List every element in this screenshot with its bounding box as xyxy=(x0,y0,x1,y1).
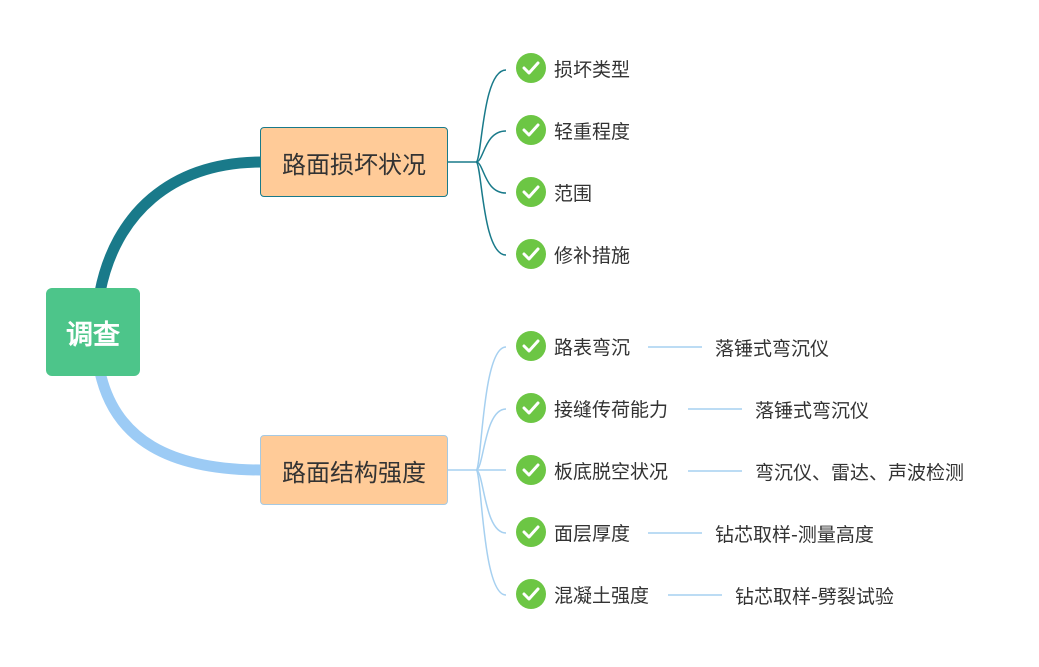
strength-fan-connectors xyxy=(448,346,507,596)
check-icon xyxy=(516,53,546,83)
detail-connectors xyxy=(648,346,742,596)
leaf-label: 面层厚度 xyxy=(554,522,631,545)
detail-label: 钻芯取样-劈裂试验 xyxy=(735,585,894,608)
leaf-layer-thickness[interactable]: 面层厚度 xyxy=(516,517,630,547)
leaf-label: 轻重程度 xyxy=(554,120,631,143)
root-to-damage-connector xyxy=(94,156,268,298)
leaf-label: 范围 xyxy=(554,182,593,205)
root-to-strength-connector xyxy=(94,366,268,476)
leaf-severity[interactable]: 轻重程度 xyxy=(516,115,630,145)
root-label: 调查 xyxy=(66,319,120,351)
leaf-slab-void[interactable]: 板底脱空状况 xyxy=(516,455,668,485)
check-icon xyxy=(516,177,546,207)
check-icon xyxy=(516,517,546,547)
leaf-load-transfer[interactable]: 接缝传荷能力 xyxy=(516,393,668,423)
root-node[interactable]: 调查 xyxy=(46,288,140,376)
branch-node-strength[interactable]: 路面结构强度 xyxy=(260,435,448,505)
detail-label: 落锤式弯沉仪 xyxy=(755,399,870,422)
check-icon xyxy=(516,115,546,145)
detail-label: 弯沉仪、雷达、声波检测 xyxy=(755,461,965,484)
check-icon xyxy=(516,393,546,423)
leaf-label: 板底脱空状况 xyxy=(554,460,669,483)
leaf-damage-type[interactable]: 损坏类型 xyxy=(516,53,630,83)
check-icon xyxy=(516,579,546,609)
damage-fan-connectors xyxy=(448,69,507,256)
leaf-extent[interactable]: 范围 xyxy=(516,177,592,207)
detail-label: 钻芯取样-测量高度 xyxy=(715,523,874,546)
branch-label: 路面损坏状况 xyxy=(282,150,426,179)
leaf-repair[interactable]: 修补措施 xyxy=(516,239,630,269)
branch-label: 路面结构强度 xyxy=(282,458,426,487)
check-icon xyxy=(516,239,546,269)
branch-node-damage[interactable]: 路面损坏状况 xyxy=(260,127,448,197)
leaf-label: 混凝土强度 xyxy=(554,584,650,607)
detail-label: 落锤式弯沉仪 xyxy=(715,337,830,360)
leaf-label: 路表弯沉 xyxy=(554,336,631,359)
leaf-label: 损坏类型 xyxy=(554,58,631,81)
check-icon xyxy=(516,331,546,361)
leaf-concrete-strength[interactable]: 混凝土强度 xyxy=(516,579,649,609)
leaf-label: 接缝传荷能力 xyxy=(554,398,669,421)
leaf-surface-deflection[interactable]: 路表弯沉 xyxy=(516,331,630,361)
check-icon xyxy=(516,455,546,485)
leaf-label: 修补措施 xyxy=(554,244,631,267)
